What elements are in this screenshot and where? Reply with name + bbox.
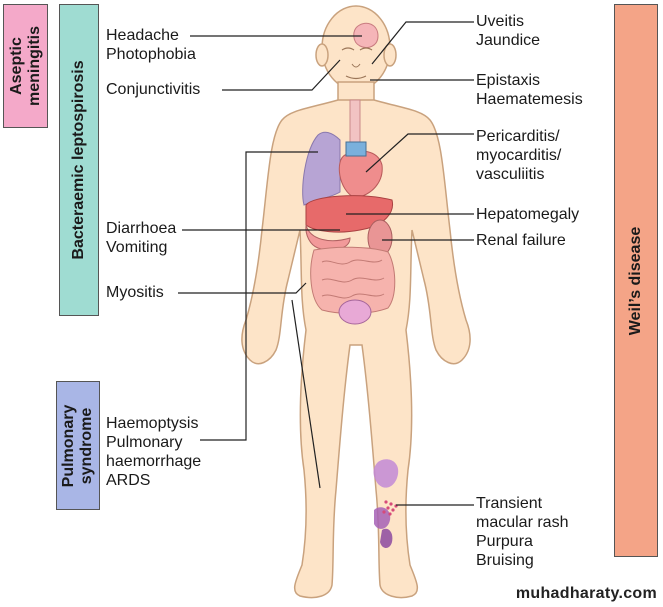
label-photophobia-line2: Photophobia	[106, 46, 196, 63]
label-haemoptysis-line1: Haemoptysis	[106, 415, 199, 432]
label-myocarditis-line2: myocarditis/	[476, 147, 562, 164]
label-renal-failure: Renal failure	[476, 231, 566, 250]
label-transient-line1: Transient	[476, 495, 543, 512]
label-macular-rash-line2: macular rash	[476, 514, 569, 531]
label-pericarditis-line1: Pericarditis/	[476, 128, 560, 145]
rash-patch-1	[373, 459, 399, 488]
label-epistaxis: Epistaxis Haematemesis	[476, 71, 583, 109]
label-diarrhoea: Diarrhoea Vomiting	[106, 219, 176, 257]
category-weils-disease: Weil’s disease	[614, 4, 658, 557]
leader-lines	[178, 21, 474, 506]
label-renal-failure-line1: Renal failure	[476, 232, 566, 249]
label-conjunctivitis-line1: Conjunctivitis	[106, 81, 201, 98]
label-jaundice-line2: Jaundice	[476, 32, 541, 49]
watermark-text: muhadharaty.com	[515, 585, 657, 602]
label-hepatomegaly: Hepatomegaly	[476, 205, 579, 224]
heart	[338, 150, 383, 199]
trachea	[349, 99, 361, 146]
category-aseptic-meningitis: Aseptic meningitis	[3, 4, 48, 128]
label-diarrhoea-line1: Diarrhoea	[106, 220, 177, 237]
label-ards-line4: ARDS	[106, 472, 151, 489]
aorta	[345, 141, 367, 157]
rash-patch-2	[374, 507, 391, 529]
rash-patch-3	[380, 528, 393, 548]
label-headache: Headache Photophobia	[106, 26, 196, 64]
label-bruising-line4: Bruising	[476, 552, 534, 569]
category-pulmonary-syndrome: Pulmonary syndrome	[56, 381, 100, 510]
label-uveitis-line1: Uveitis	[476, 13, 525, 30]
label-vasculiitis-line3: vasculiitis	[476, 166, 545, 183]
label-pericarditis: Pericarditis/ myocarditis/ vasculiitis	[476, 127, 561, 184]
brain-patch	[353, 22, 379, 49]
label-epistaxis-line1: Epistaxis	[476, 72, 541, 89]
label-haemorrhage-line3: haemorrhage	[106, 453, 202, 470]
category-bacteraemic-leptospirosis: Bacteraemic leptospirosis	[59, 4, 99, 316]
label-purpura-line3: Purpura	[476, 533, 533, 550]
label-headache-line1: Headache	[106, 27, 179, 44]
label-myositis-line1: Myositis	[106, 284, 164, 301]
bladder	[338, 299, 372, 325]
label-hepatomegaly-line1: Hepatomegaly	[476, 206, 580, 223]
label-pulmonary-line2: Pulmonary	[106, 434, 183, 451]
label-haematemesis-line2: Haematemesis	[476, 91, 583, 108]
intestines	[310, 246, 396, 315]
label-vomiting-line2: Vomiting	[106, 239, 168, 256]
label-myositis: Myositis	[106, 283, 164, 302]
label-rash: Transient macular rash Purpura Bruising	[476, 494, 568, 570]
label-uveitis: Uveitis Jaundice	[476, 12, 540, 50]
label-conjunctivitis: Conjunctivitis	[106, 80, 200, 99]
label-haemoptysis: Haemoptysis Pulmonary haemorrhage ARDS	[106, 414, 201, 490]
